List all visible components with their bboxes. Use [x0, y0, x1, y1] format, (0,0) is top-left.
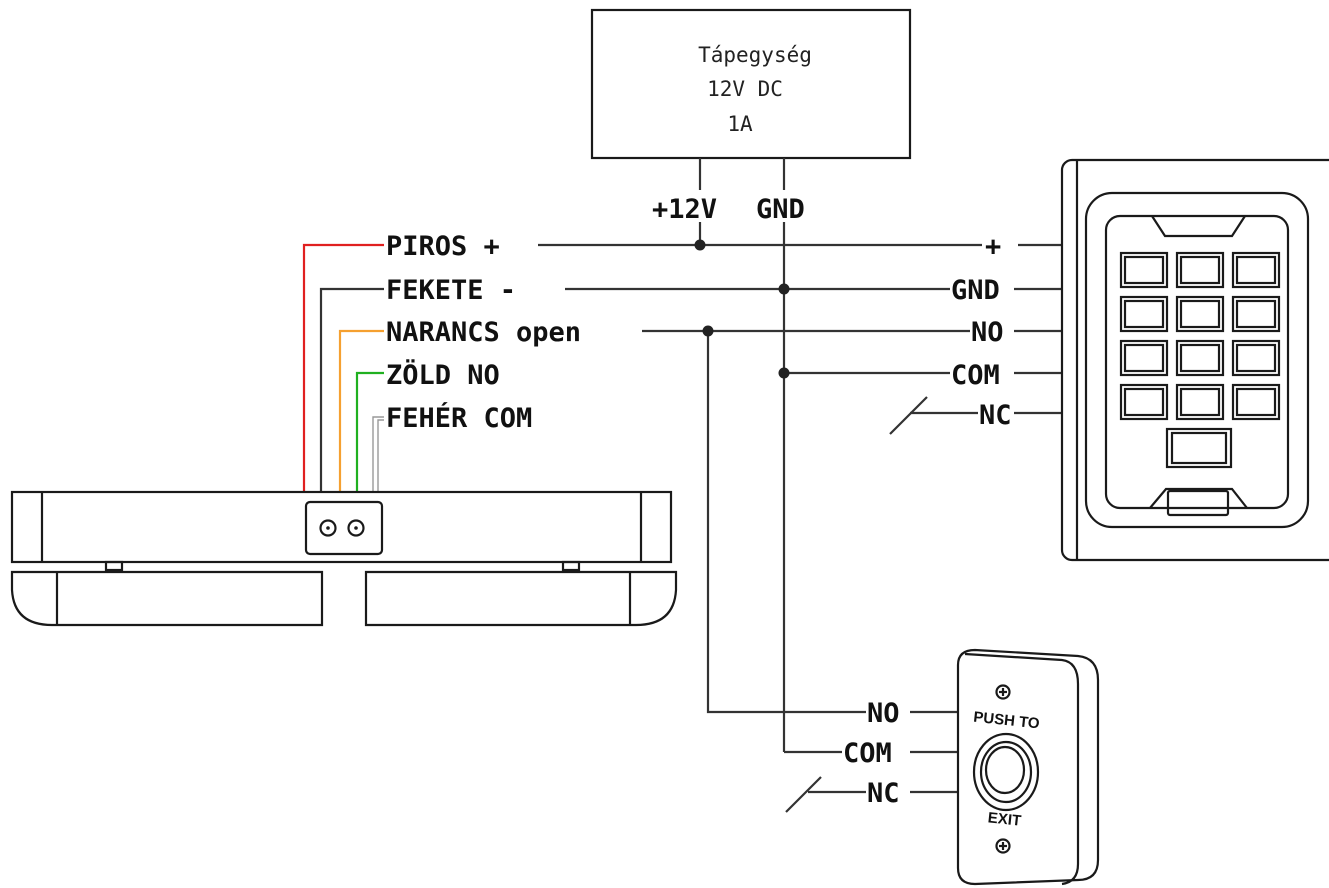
label-fekete: FEKETE -	[386, 275, 516, 306]
exit-com-label: COM	[843, 738, 892, 769]
label-feher: FEHÉR COM	[386, 402, 532, 434]
exit-button-text-bottom: EXIT	[987, 809, 1022, 829]
screw-bottom-icon	[995, 838, 1011, 854]
exit-no-label: NO	[867, 698, 900, 729]
psu-current: 1A	[727, 112, 753, 136]
wire-red	[302, 243, 384, 492]
keypad-no-label: NO	[971, 317, 1004, 348]
junction-gnd	[778, 283, 790, 295]
psu-gnd-label: GND	[756, 194, 805, 225]
junction-open	[702, 325, 714, 337]
exit-push-icon	[972, 732, 1040, 812]
keypad-plus-label: +	[985, 231, 1001, 262]
screw-top-icon	[995, 684, 1011, 700]
keypad	[1060, 158, 1329, 562]
keypad-keys	[1119, 251, 1281, 469]
label-piros: PIROS +	[386, 231, 500, 262]
wire-black	[319, 287, 384, 492]
power-supply: Tápegység 12V DC 1A	[590, 8, 912, 160]
psu-voltage: 12V DC	[707, 77, 783, 101]
keypad-gnd-label: GND	[951, 275, 1000, 306]
exit-button: PUSH TO EXIT	[956, 648, 1100, 886]
exit-button-text-top: PUSH TO	[973, 709, 1041, 733]
exit-no-wire	[706, 331, 866, 714]
keypad-nc-label: NC	[979, 400, 1012, 431]
psu-name: Tápegység	[698, 43, 812, 67]
psu-plus-label: +12V	[652, 194, 717, 225]
keypad-nc-open-end	[889, 396, 928, 435]
wire-white-inner	[377, 419, 384, 492]
keypad-com-label: COM	[951, 360, 1000, 391]
wire-orange	[338, 329, 384, 492]
exit-nc-open-end	[785, 776, 822, 813]
junction-com	[778, 367, 790, 379]
magnetic-lock	[10, 490, 678, 627]
label-narancs: NARANCS open	[386, 317, 581, 348]
exit-nc-label: NC	[867, 778, 900, 809]
wire-white	[372, 416, 384, 492]
junction-plus	[694, 239, 706, 251]
wire-green	[355, 371, 384, 492]
label-zold: ZÖLD NO	[386, 358, 500, 391]
